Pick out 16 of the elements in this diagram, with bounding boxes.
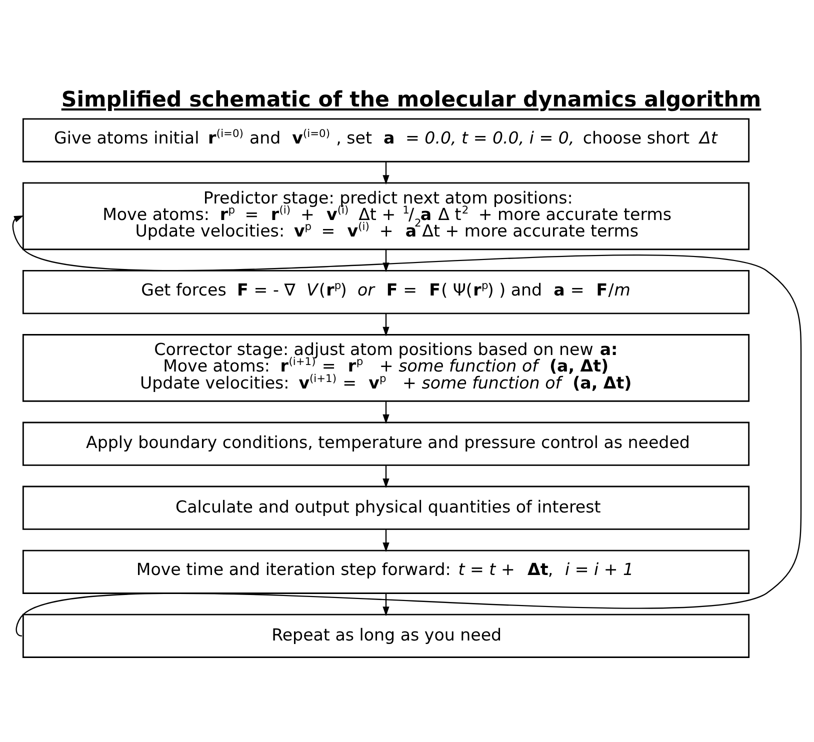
arrow [382,400,390,424]
arrow [382,161,390,184]
arrow [382,313,390,336]
arrow [14,214,802,636]
node-box: Corrector stage: adjust atom positions based on new a: Move atoms: r$^{(i+1)}$ = r$^{p}$ + some function of (a, Δt) Update velocities: v$^{(i+1)}$ = v$^{p}$ + some function of (a, Δt) [22,334,750,402]
arrow [382,592,390,616]
node-box: Calculate and output physical quantities of interest [22,485,750,530]
arrow [382,464,390,488]
node-box: Predictor stage: predict next atom positions: Move atoms: r$^{p}$ = r$^{(i)}$ + v$^{(i)}$ Δt + $^{1}$/$_{2}$a Δ t$^{2}$ + more accurate terms Update velocities: v$^{p}$ = v$^{(i)}$ + a Δt + more accurate terms [22,182,750,250]
node-box: Give atoms initial r$^{(i=0)}$ and v$^{(i=0)}$ , set a = 0.0, t = 0.0, i = 0, choose short Δt [22,118,750,162]
node-box: Move time and iteration step forward: t = t + Δt, i = i + 1 [22,549,750,594]
diagram-title: Simplified schematic of the molecular dynamics algorithm [61,86,762,112]
node-box: Get forces F = - ∇ V(r$^{p}$) or F = F( Ψ(r$^{p}$) ) and a = F/m [22,270,750,314]
node-box: Apply boundary conditions, temperature and pressure control as needed [22,421,750,466]
node-box: Repeat as long as you need [22,613,750,658]
arrow [382,528,390,552]
